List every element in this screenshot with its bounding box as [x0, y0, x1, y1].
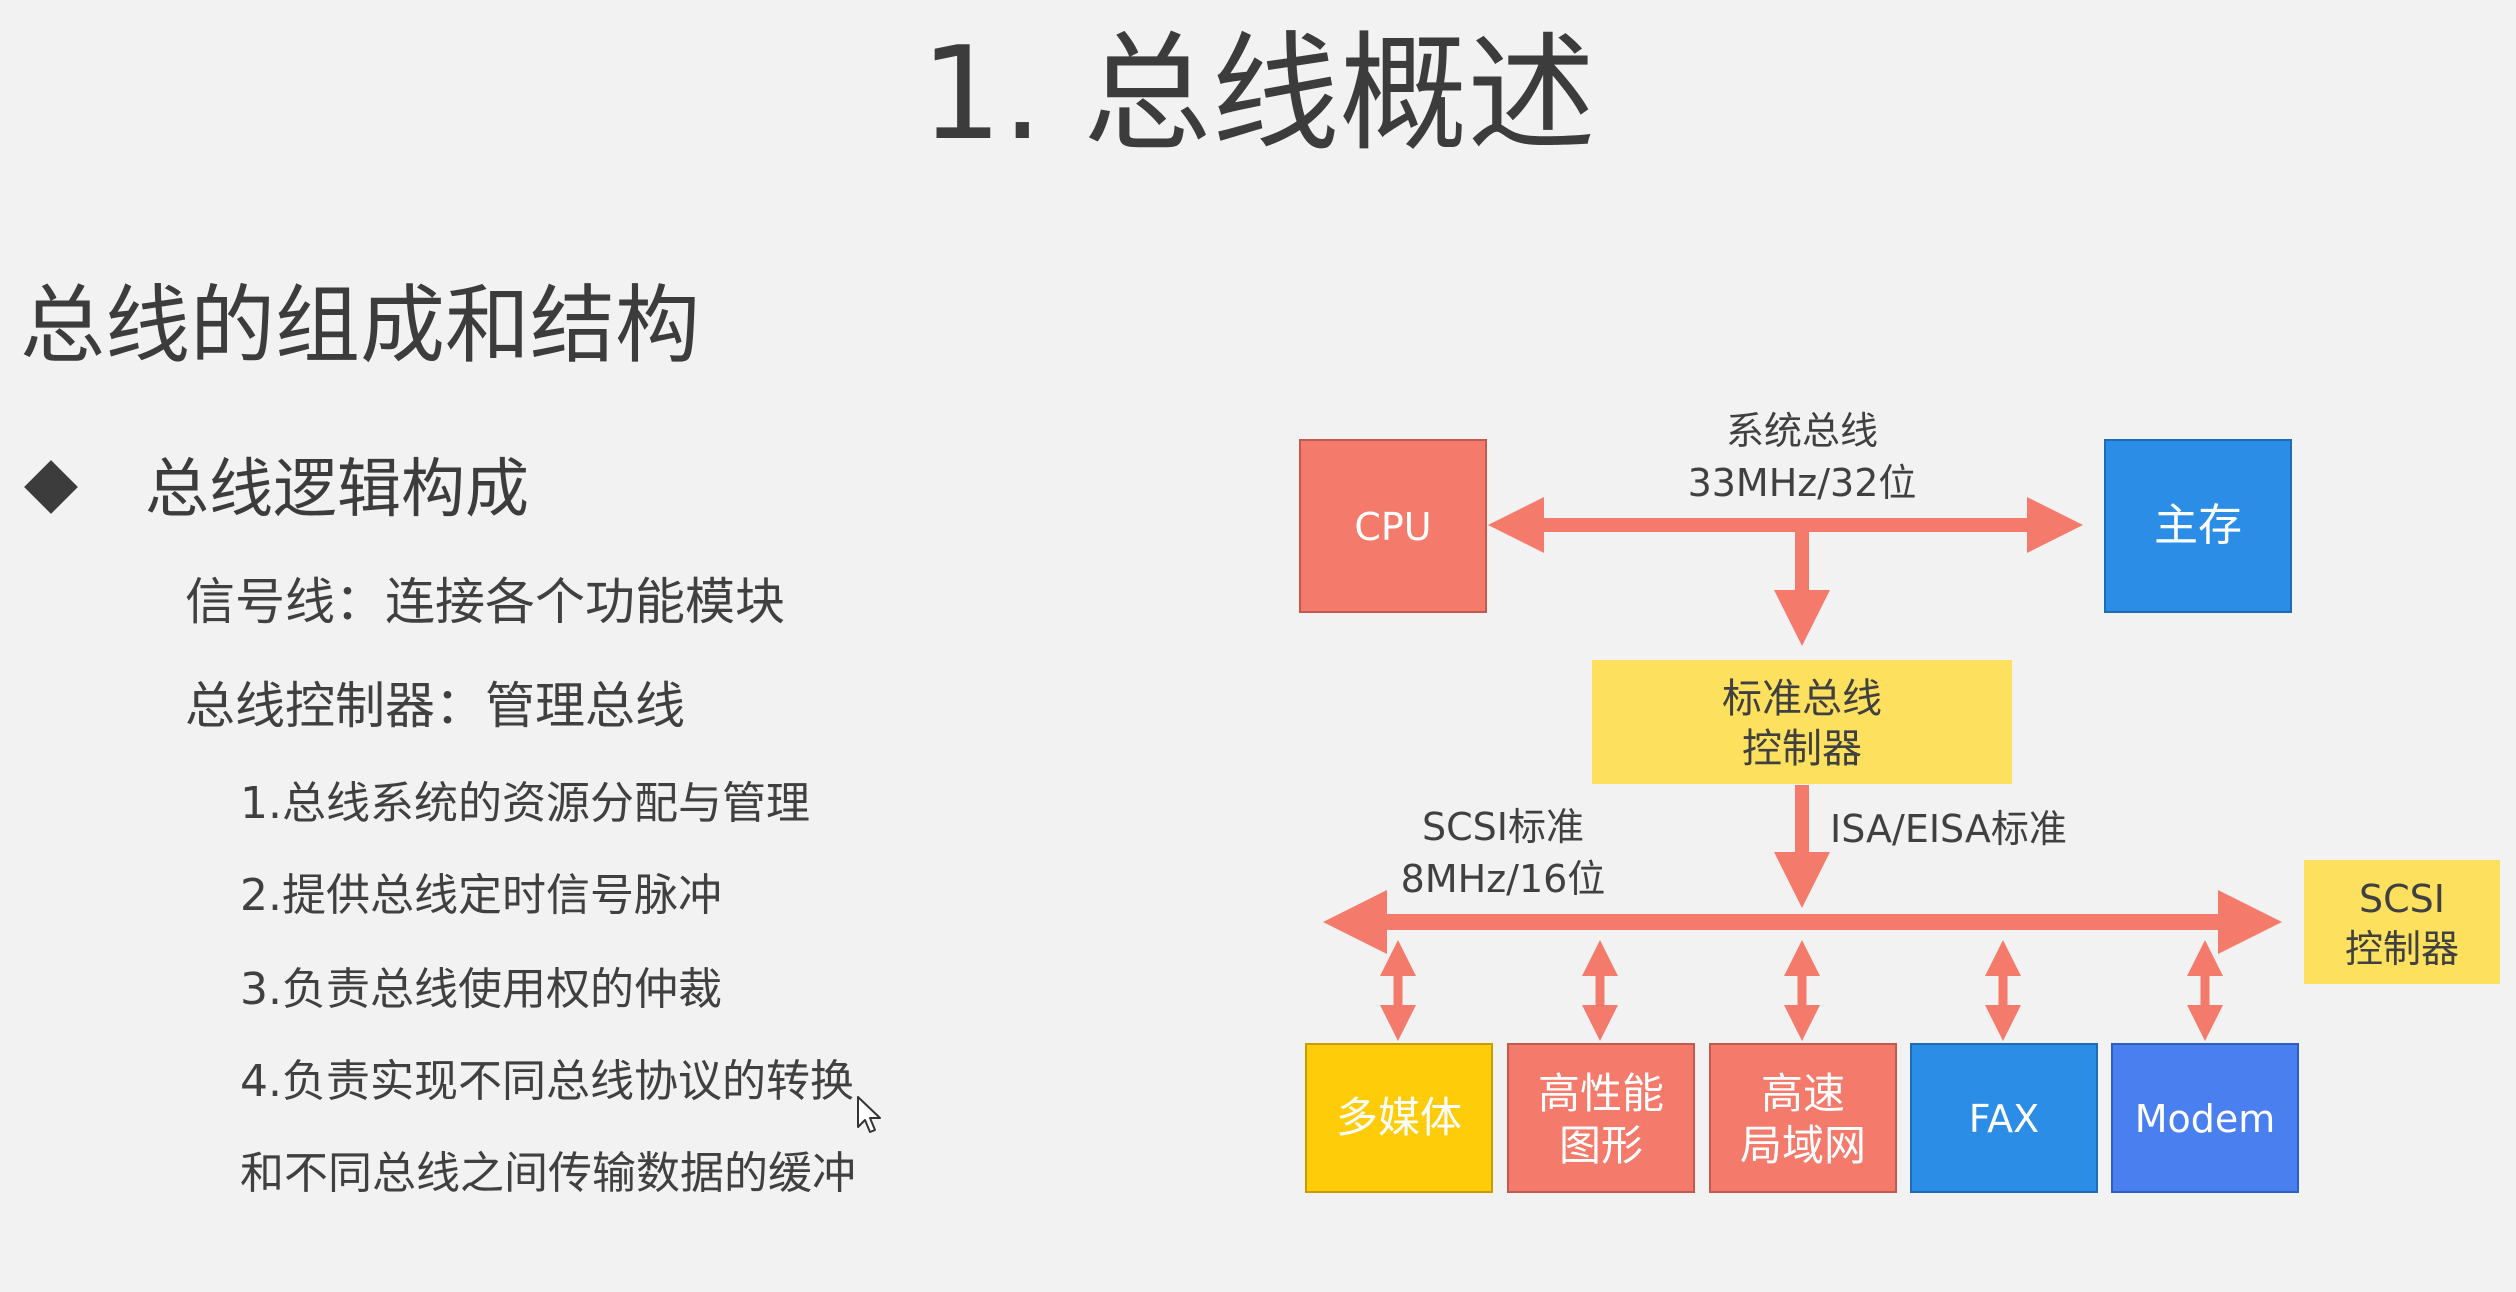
- scsi-standard-spec: 8MHz/16位: [1401, 857, 1606, 901]
- device-fax-label: FAX: [1969, 1097, 2039, 1141]
- mouse-cursor-icon: [857, 1096, 881, 1133]
- device-graphics: 高性能 图形: [1507, 1043, 1695, 1193]
- device-lan-label-line2: 局域网: [1740, 1121, 1866, 1170]
- item-signal-lines: 信号线：连接各个功能模块: [185, 573, 785, 631]
- device-graphics-label-line1: 高性能: [1538, 1069, 1664, 1118]
- scsi-controller-label-line2: 控制器: [2345, 927, 2459, 971]
- section-heading: 总线的组成和结构: [20, 277, 701, 376]
- scsi-controller-box: SCSI 控制器: [2304, 860, 2500, 984]
- device-fax: FAX: [1910, 1043, 2098, 1193]
- device-multimedia: 多媒体: [1305, 1043, 1493, 1193]
- system-bus-name: 系统总线: [1726, 409, 1878, 453]
- device-multimedia-label: 多媒体: [1336, 1093, 1462, 1142]
- scsi-controller-label-line1: SCSI: [2359, 877, 2445, 921]
- sub-item-1: 1.总线系统的资源分配与管理: [240, 778, 810, 829]
- device-lan: 高速 局域网: [1709, 1043, 1897, 1193]
- bullet-heading: 总线逻辑构成: [145, 453, 529, 527]
- sub-item-2: 2.提供总线定时信号脉冲: [240, 870, 722, 921]
- bus-controller-label-line1: 标准总线: [1722, 676, 1882, 722]
- device-connectors: [1380, 940, 2223, 1041]
- memory-label: 主存: [2154, 500, 2242, 551]
- device-modem: Modem: [2111, 1043, 2299, 1193]
- device-lan-label-line1: 高速: [1761, 1069, 1845, 1118]
- device-modem-label: Modem: [2135, 1097, 2276, 1141]
- sub-item-4-continued: 和不同总线之间传输数据的缓冲: [240, 1148, 856, 1199]
- cpu-box: CPU: [1299, 439, 1487, 613]
- bus-controller-label-line2: 控制器: [1742, 726, 1862, 772]
- device-graphics-label-line2: 图形: [1559, 1121, 1643, 1170]
- sub-item-3: 3.负责总线使用权的仲裁: [240, 964, 722, 1015]
- item-bus-controller: 总线控制器：管理总线: [185, 677, 685, 735]
- slide-title: 1. 总线概述: [920, 20, 1596, 169]
- system-bus-spec: 33MHz/32位: [1688, 461, 1917, 505]
- memory-box: 主存: [2104, 439, 2292, 613]
- scsi-standard-name: SCSI标准: [1422, 805, 1584, 849]
- cpu-label: CPU: [1354, 505, 1431, 549]
- bus-controller-box: 标准总线 控制器: [1592, 660, 2012, 784]
- sub-item-4: 4.负责实现不同总线协议的转换: [240, 1056, 854, 1107]
- isa-eisa-label: ISA/EISA标准: [1830, 807, 2067, 851]
